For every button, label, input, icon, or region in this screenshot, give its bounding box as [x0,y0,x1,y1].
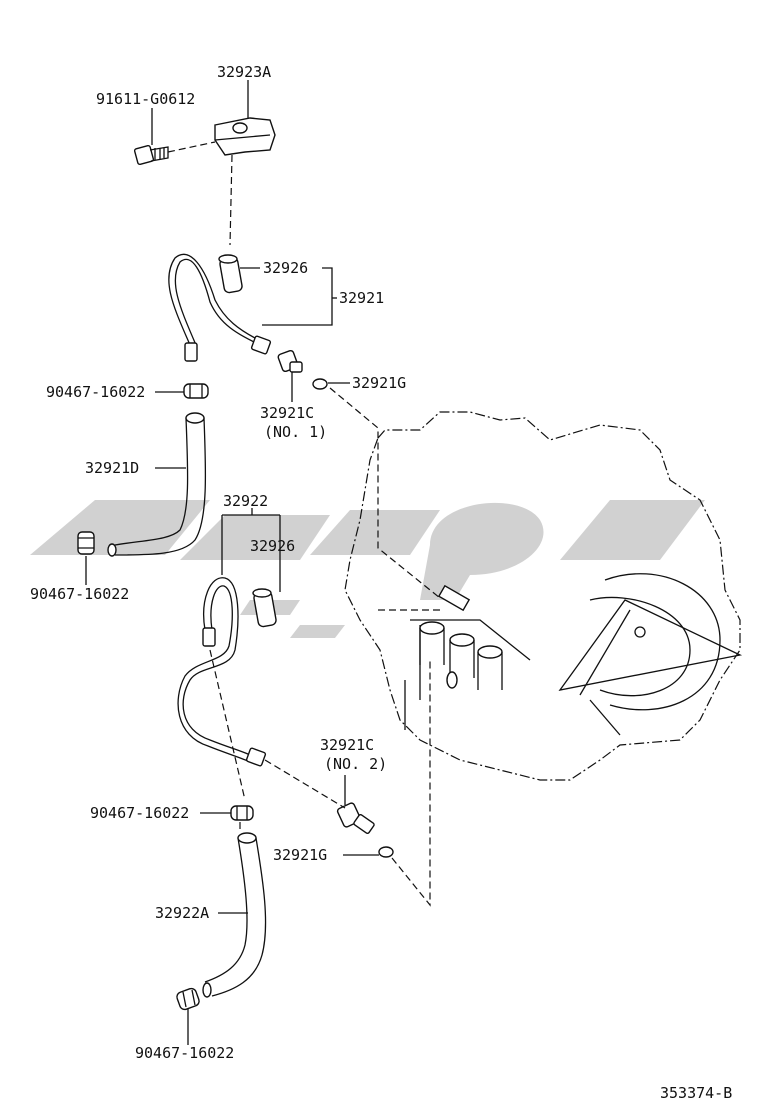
hose-cover-2-part [252,588,277,628]
label-hose-2: 32922A [155,904,209,922]
watermark-logo [30,500,705,638]
label-clamp-2: 90467-16022 [30,585,129,603]
clamp-2-part [77,531,95,555]
label-gasket-1: 32921G [352,374,406,392]
valve-cylinder-1 [419,621,445,665]
label-clamp-1: 90467-16022 [46,383,145,401]
label-hose-1: 32921D [85,459,139,477]
union-2-part [336,802,375,834]
clamp-1-part [183,383,209,399]
tube-1-part [168,253,272,362]
valve-cylinder-3 [477,645,503,690]
label-union-2-note: (NO. 2) [324,755,387,773]
label-hose-cover-1: 32926 [263,259,308,277]
transmission-outline [344,411,743,781]
union-1-part [277,349,303,373]
hose-1-part [107,412,207,557]
label-union-1-note: (NO. 1) [264,423,327,441]
label-tube-1: 32921 [339,289,384,307]
gasket-1-part [312,378,328,390]
assembly-dash-lines [167,141,441,907]
leader-lines [85,80,379,1045]
label-bolt: 91611-G0612 [96,90,195,108]
part-labels: 32923A 91611-G0612 32926 32921 32921G 32… [30,63,732,1102]
label-clamp-3: 90467-16022 [90,804,189,822]
bracket-part [214,117,276,156]
clamp-4-part [176,987,200,1011]
tube-2-part [177,577,267,767]
label-tube-2: 32922 [223,492,268,510]
label-union-2: 32921C [320,736,374,754]
label-union-1: 32921C [260,404,314,422]
diagram-id: 353374-B [660,1084,732,1102]
label-bracket: 32923A [217,63,271,81]
hose-2-part [202,832,267,998]
label-clamp-4: 90467-16022 [135,1044,234,1062]
valve-cylinder-2 [449,633,475,678]
clamp-3-part [230,805,254,821]
bolt-part [133,144,169,166]
hose-cover-1-part [218,254,243,294]
transmission-port-fitting [437,584,471,612]
label-hose-cover-2: 32926 [250,537,295,555]
label-gasket-2: 32921G [273,846,327,864]
gasket-2-part [378,846,394,858]
